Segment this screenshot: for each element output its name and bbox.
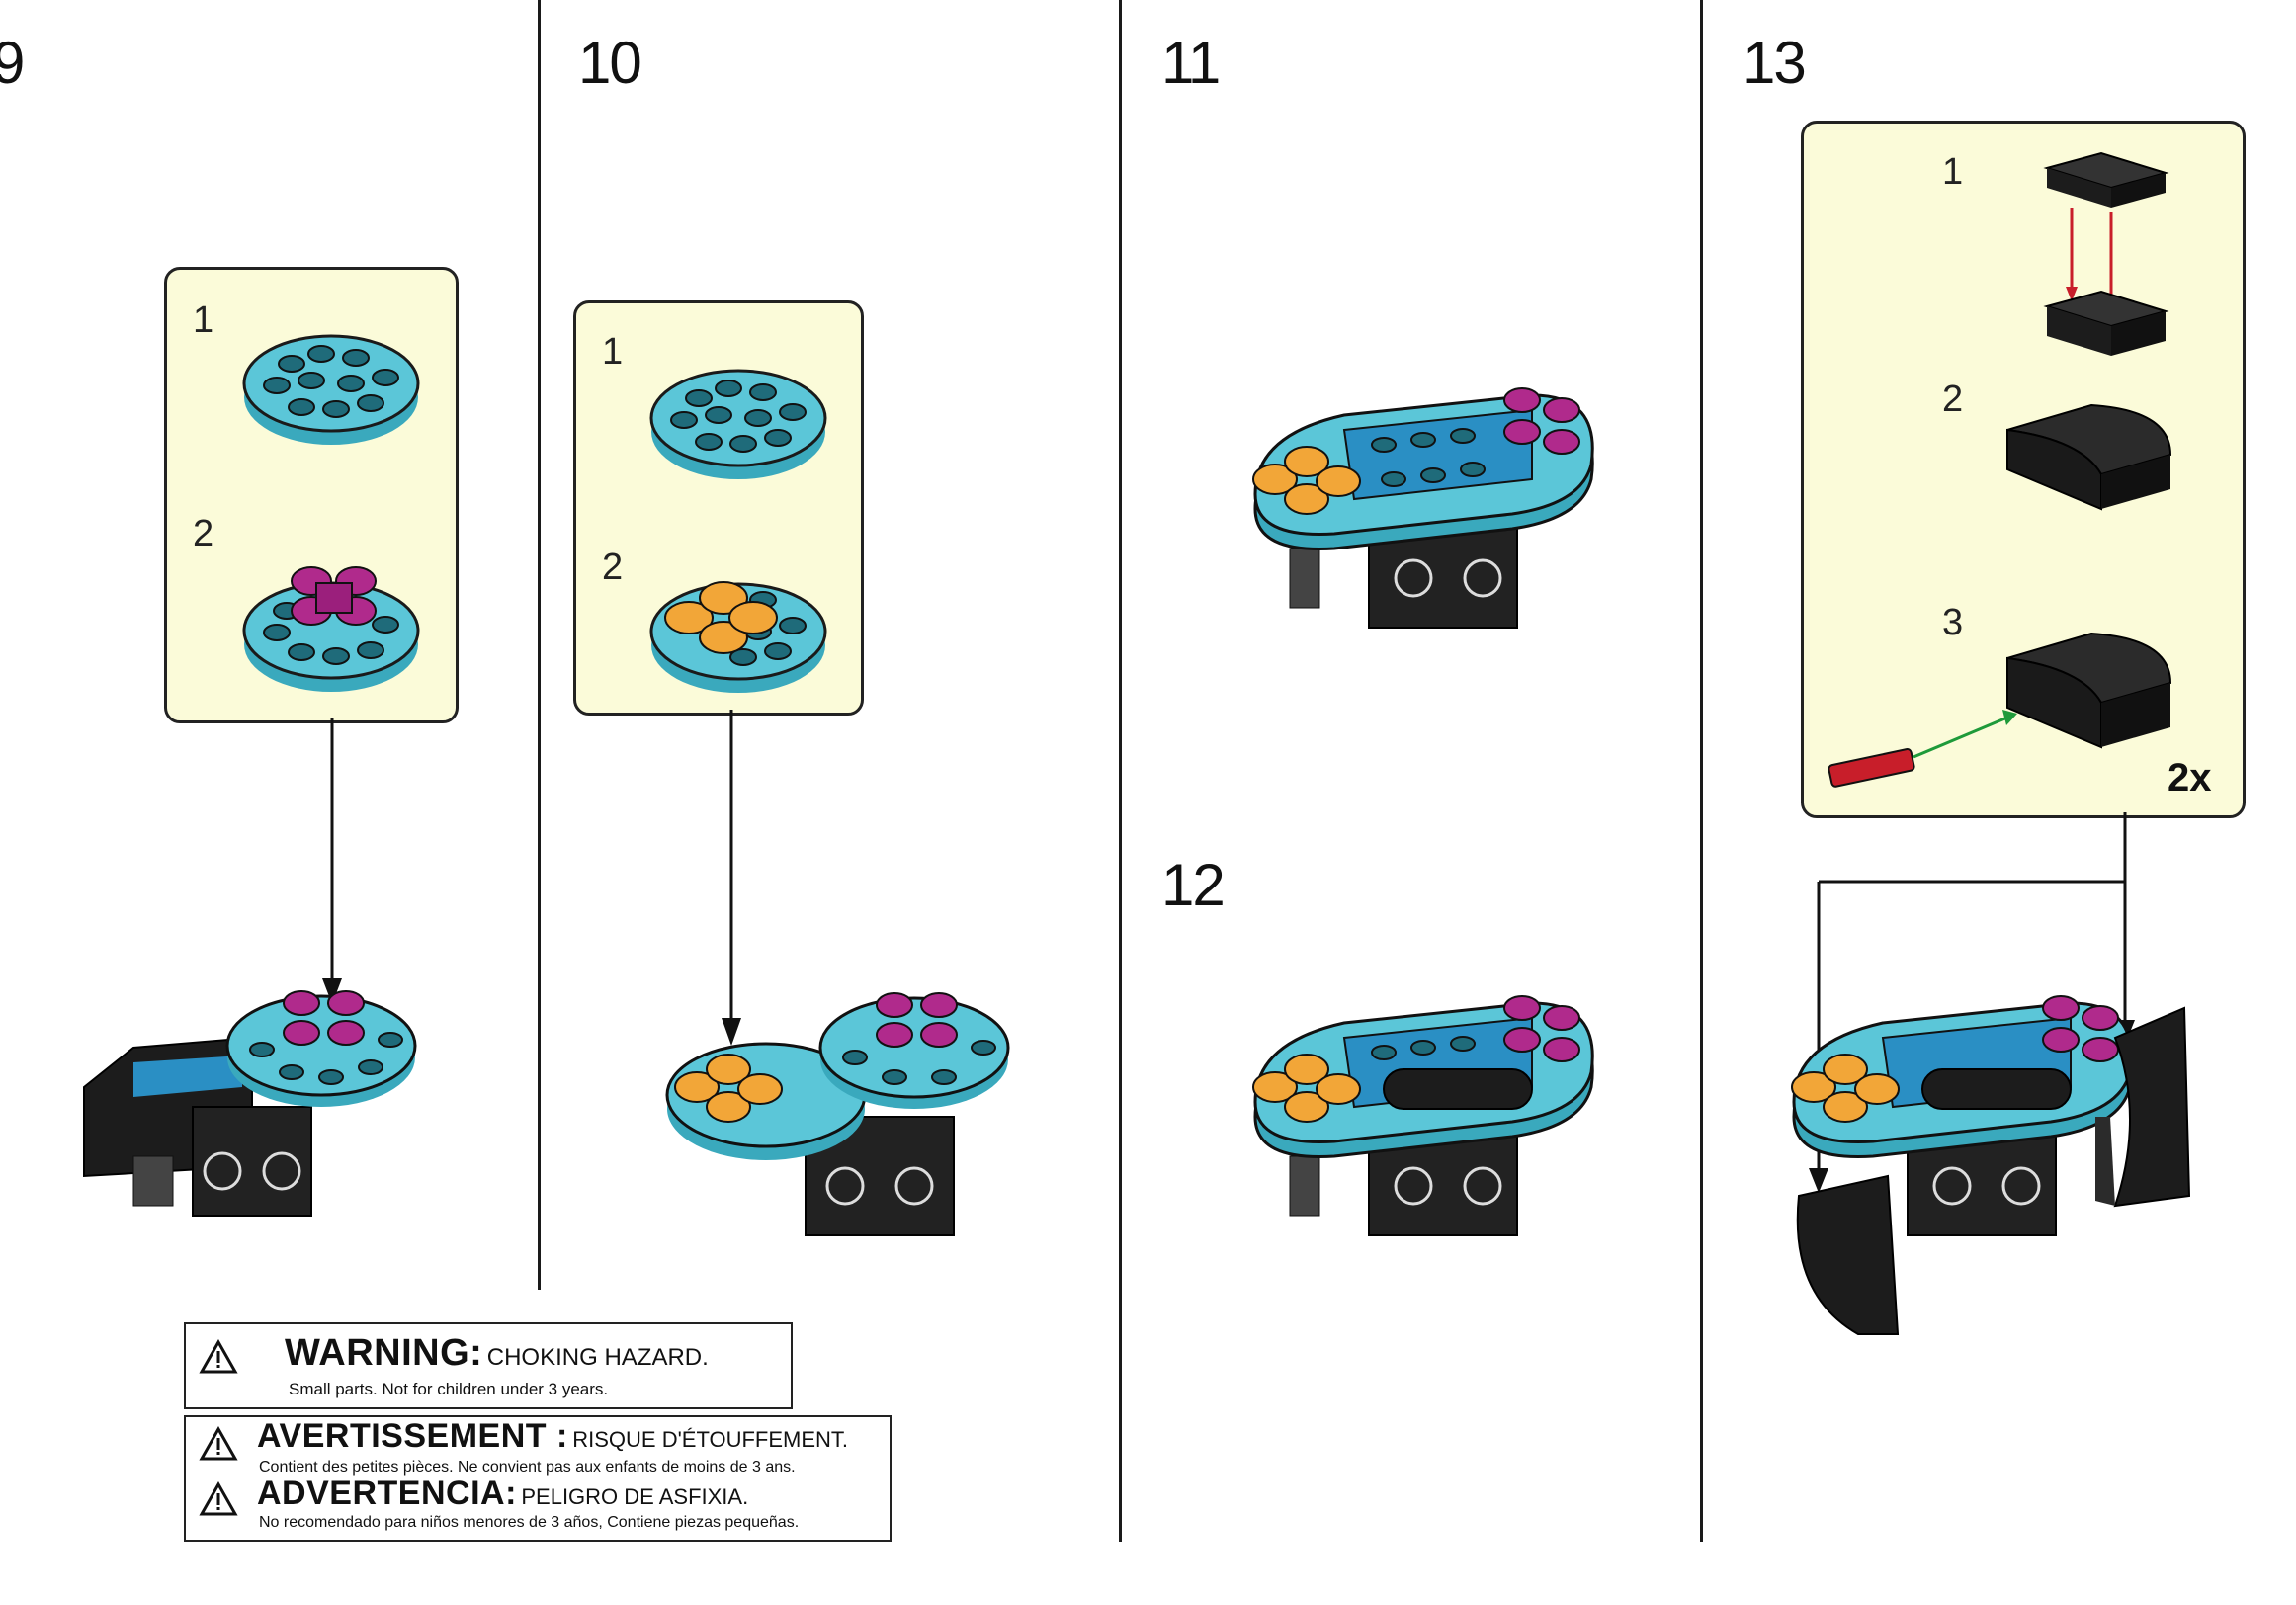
substep-number: 3 — [1942, 602, 1964, 643]
arrow-down-icon — [722, 710, 741, 1046]
round-plate-with-orange-flower-illustration — [649, 581, 827, 693]
step-11-model-illustration — [1252, 387, 1594, 629]
substep-number: 2 — [1942, 379, 1964, 420]
warning-subtitle: CHOKING HAZARD. — [486, 1344, 709, 1371]
warning-triangle-icon — [199, 1480, 238, 1516]
warning-triangle-icon — [199, 1425, 238, 1461]
warning-title: AVERTISSEMENT : — [257, 1417, 568, 1455]
warning-title: ADVERTENCIA: — [257, 1475, 517, 1512]
substep-number: 2 — [602, 547, 624, 588]
warning-box-en: WARNING: CHOKING HAZARD. Small parts. No… — [184, 1322, 793, 1409]
step-13-model-illustration — [1791, 995, 2191, 1335]
warning-detail: No recomendado para niños menores de 3 a… — [259, 1514, 800, 1531]
substep-number: 1 — [1942, 151, 1964, 193]
green-arrow-icon — [2002, 710, 2017, 725]
black-plate-assembly-illustration — [2043, 151, 2169, 356]
step-number-12: 12 — [1161, 852, 1226, 918]
step-9-model-illustration — [83, 990, 417, 1217]
black-curved-slope-illustration — [2006, 403, 2172, 511]
warning-box-fr-es: AVERTISSEMENT : RISQUE D'ÉTOUFFEMENT. Co… — [184, 1415, 892, 1542]
step-12-model-illustration — [1252, 995, 1594, 1236]
black-curved-slope-with-pin-illustration — [1828, 632, 2172, 788]
round-plate-illustration — [242, 334, 420, 445]
substep-number: 1 — [193, 299, 214, 341]
arrow-down-icon — [322, 718, 342, 1004]
quantity-multiplier: 2x — [2168, 756, 2212, 800]
step-number-10: 10 — [578, 30, 642, 96]
warning-triangle-icon — [199, 1338, 238, 1374]
round-plate-illustration — [649, 369, 827, 479]
warning-detail: Small parts. Not for children under 3 ye… — [289, 1380, 609, 1398]
warning-detail: Contient des petites pièces. Ne convient… — [259, 1459, 796, 1476]
column-divider-2 — [1119, 0, 1122, 1542]
column-divider-1 — [538, 0, 541, 1290]
substep-number: 1 — [602, 331, 624, 373]
warning-title: WARNING: — [285, 1332, 483, 1374]
step-number-11: 11 — [1161, 30, 1221, 96]
step-10-model-illustration — [665, 992, 1010, 1236]
step-number-13: 13 — [1743, 30, 1807, 96]
warning-subtitle: PELIGRO DE ASFIXIA. — [521, 1484, 749, 1509]
column-divider-3 — [1700, 0, 1703, 1542]
substep-number: 2 — [193, 513, 214, 554]
red-arrow-icon — [2066, 287, 2078, 301]
round-plate-with-flower-illustration — [242, 566, 420, 692]
step-number-9: 9 — [0, 30, 25, 96]
warning-subtitle: RISQUE D'ÉTOUFFEMENT. — [572, 1427, 849, 1452]
